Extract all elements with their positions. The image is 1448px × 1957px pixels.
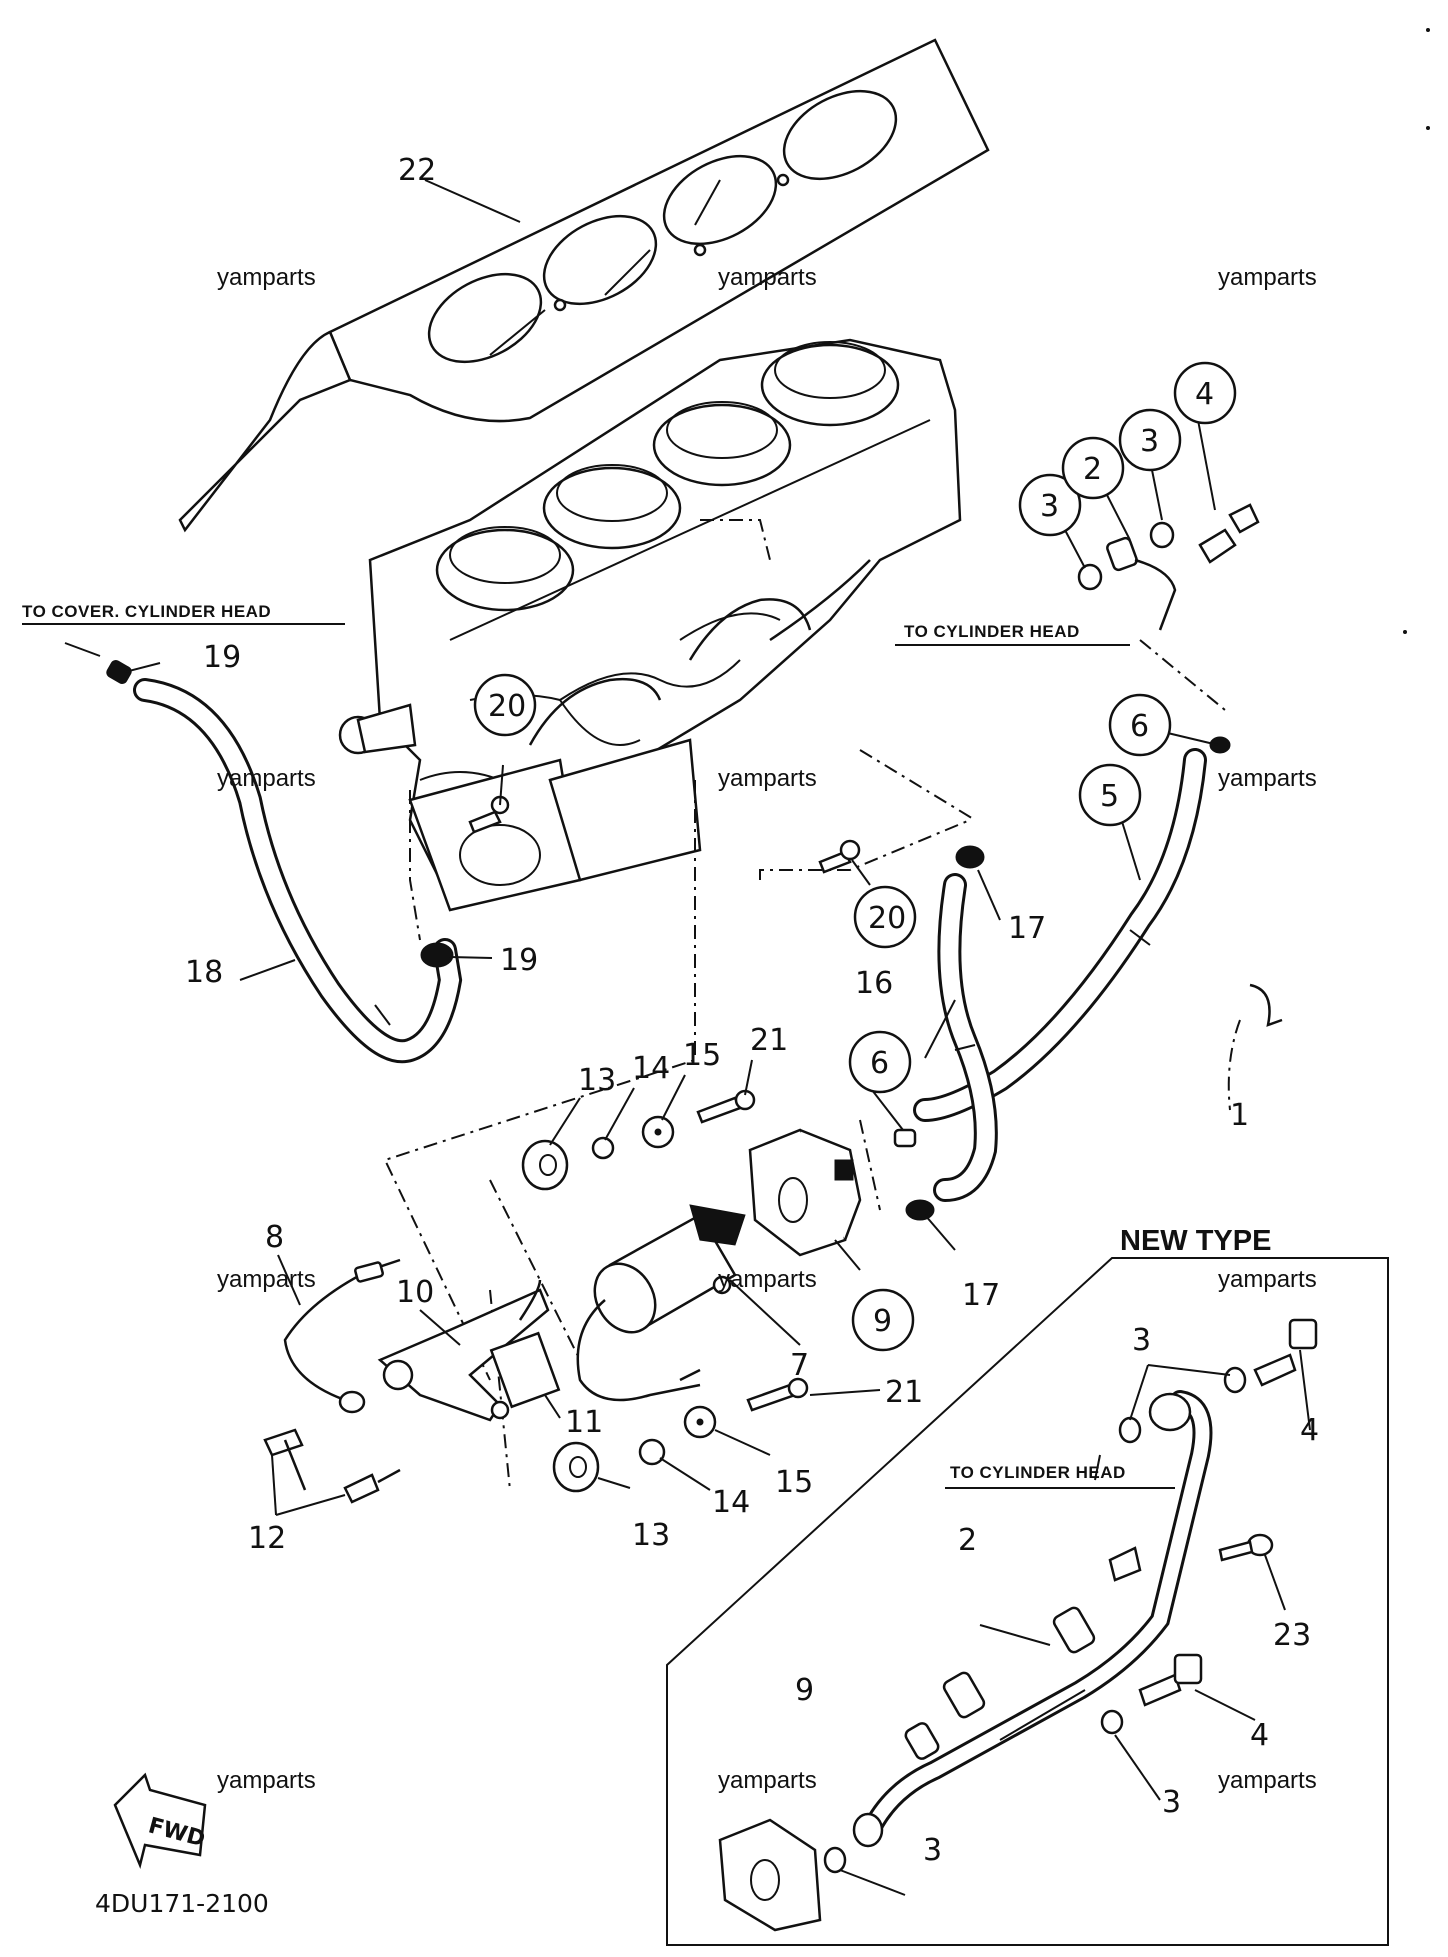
callout-4: 4 [1195, 377, 1214, 412]
new-type-title: NEW TYPE [1120, 1225, 1271, 1257]
callout-12: 12 [248, 1521, 286, 1556]
note-to-cover-cylinder-head: TO COVER. CYLINDER HEAD [22, 602, 271, 621]
callout-18: 18 [185, 955, 223, 990]
callout-3: 3 [923, 1833, 942, 1868]
callout-23: 23 [1273, 1618, 1311, 1653]
watermark: yamparts [1218, 1266, 1317, 1293]
callout-21: 21 [750, 1023, 788, 1058]
watermark: yamparts [217, 1767, 316, 1794]
part-9-block [748, 1128, 862, 1257]
callout-9: 9 [795, 1673, 814, 1708]
callout-6: 6 [1130, 709, 1149, 744]
callout-22: 22 [398, 153, 436, 188]
fwd-arrow: FWD [113, 1772, 208, 1869]
part-8-wire [283, 1258, 401, 1414]
note-to-cylinder-head: TO CYLINDER HEAD [904, 622, 1080, 641]
callout-19: 19 [203, 640, 241, 675]
watermark: yamparts [217, 1266, 316, 1293]
watermark: yamparts [718, 1266, 817, 1293]
callout-11: 11 [565, 1405, 603, 1440]
callout-3: 3 [1040, 489, 1059, 524]
callout-21: 21 [885, 1375, 923, 1410]
small-parts [106, 503, 1283, 1504]
callout-13: 13 [578, 1063, 616, 1098]
watermark: yamparts [1218, 1767, 1317, 1794]
callout-17: 17 [1008, 911, 1046, 946]
watermark: yamparts [718, 1767, 817, 1794]
watermark: yamparts [217, 264, 316, 291]
callout-14: 14 [632, 1051, 670, 1086]
callout-10: 10 [396, 1275, 434, 1310]
callout-labels: 22 3 2 3 4 6 5 20 20 6 9 19 19 17 17 18 … [185, 153, 1319, 1868]
part-18-hose [133, 678, 463, 1064]
diagram-code: 4DU171-2100 [95, 1889, 269, 1918]
part-16-hose [933, 873, 998, 1202]
cylinder-head-block [338, 338, 962, 912]
callout-4: 4 [1300, 1413, 1319, 1448]
callout-circles [473, 361, 1237, 1352]
watermark: yamparts [217, 765, 316, 792]
callout-7: 7 [790, 1348, 809, 1383]
callout-leaders [124, 179, 1219, 1516]
callout-2: 2 [1083, 452, 1102, 487]
callout-20: 20 [488, 689, 526, 724]
callout-17: 17 [962, 1278, 1000, 1313]
watermarks: yamparts yamparts yamparts yamparts yamp… [217, 264, 1317, 1794]
note-to-cylinder-head-new-type: TO CYLINDER HEAD [950, 1463, 1126, 1482]
callout-2: 2 [958, 1523, 977, 1558]
callout-13: 13 [632, 1518, 670, 1553]
callout-3: 3 [1140, 424, 1159, 459]
callout-1: 1 [1230, 1098, 1249, 1133]
callout-15: 15 [683, 1038, 721, 1073]
new-type-box: NEW TYPE [666, 1225, 1389, 1946]
callout-3: 3 [1132, 1323, 1151, 1358]
watermark: yamparts [718, 765, 817, 792]
callout-3: 3 [1162, 1785, 1181, 1820]
part-5-hose [913, 748, 1207, 1122]
watermark: yamparts [718, 264, 817, 291]
part-7-sensor [576, 1204, 746, 1402]
callout-8: 8 [265, 1220, 284, 1255]
routing-notes: TO COVER. CYLINDER HEAD TO CYLINDER HEAD… [22, 602, 1175, 1489]
callout-19: 19 [500, 943, 538, 978]
part-22-gasket-plate [178, 38, 990, 533]
watermark: yamparts [1218, 264, 1317, 291]
callout-20: 20 [868, 901, 906, 936]
callout-16: 16 [855, 966, 893, 1001]
callout-9: 9 [873, 1304, 892, 1339]
callout-14: 14 [712, 1485, 750, 1520]
callout-6: 6 [870, 1046, 889, 1081]
callout-5: 5 [1100, 779, 1119, 814]
callout-15: 15 [775, 1465, 813, 1500]
part-10-bracket [377, 1279, 561, 1422]
callout-4: 4 [1250, 1718, 1269, 1753]
watermark: yamparts [1218, 765, 1317, 792]
